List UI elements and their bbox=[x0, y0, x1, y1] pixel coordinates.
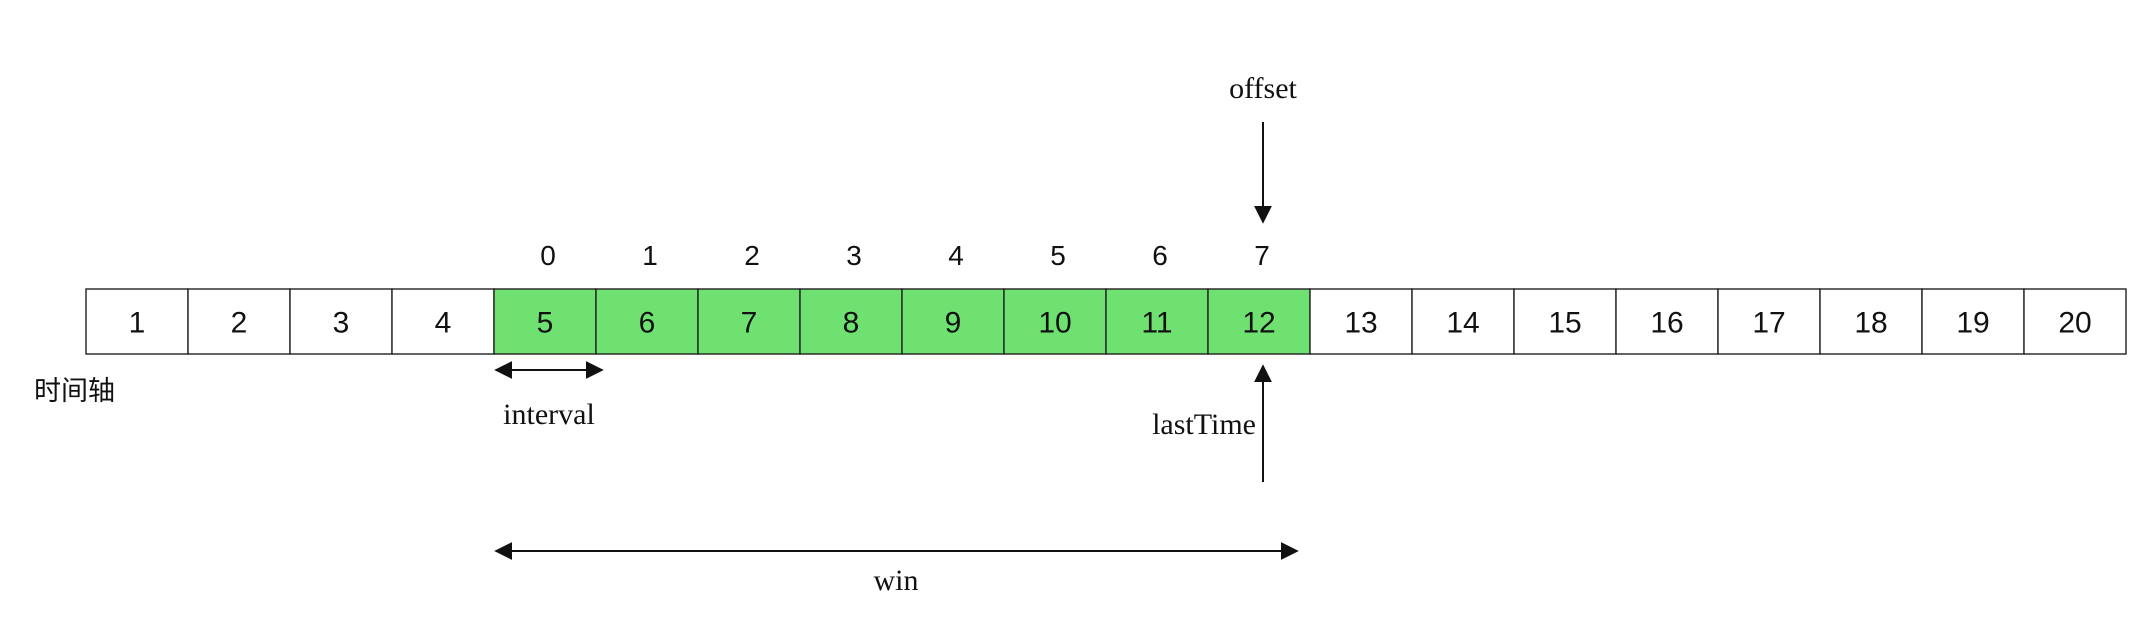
window-indices: 0 1 2 3 4 5 6 7 bbox=[540, 240, 1270, 271]
timeline-cell-box bbox=[901, 288, 1005, 355]
timeline-cell-box bbox=[493, 288, 597, 355]
timeline-cell: 6 bbox=[595, 288, 699, 355]
window-index-label: 6 bbox=[1152, 240, 1168, 271]
timeline-cell-label: 15 bbox=[1548, 307, 1581, 340]
timeline-cell-label: 18 bbox=[1854, 307, 1887, 340]
timeline-cell: 18 bbox=[1819, 288, 1923, 355]
timeline-cell: 15 bbox=[1513, 288, 1617, 355]
last-time-label: lastTime bbox=[1152, 408, 1256, 441]
timeline-cell: 2 bbox=[187, 288, 291, 355]
timeline-cell-label: 13 bbox=[1344, 307, 1377, 340]
offset-label: offset bbox=[1229, 72, 1297, 105]
timeline-cell: 7 bbox=[697, 288, 801, 355]
timeline-cell-label: 6 bbox=[639, 307, 656, 340]
timeline-cell: 13 bbox=[1309, 288, 1413, 355]
timeline-cell: 9 bbox=[901, 288, 1005, 355]
timeline-cell-label: 20 bbox=[2058, 307, 2091, 340]
timeline-cell: 5 bbox=[493, 288, 597, 355]
timeline-cell: 3 bbox=[289, 288, 393, 355]
timeline-cell-box bbox=[799, 288, 903, 355]
timeline-cell-box bbox=[85, 288, 189, 355]
interval-label: interval bbox=[503, 398, 595, 431]
timeline-cell: 16 bbox=[1615, 288, 1719, 355]
timeline-cell-label: 8 bbox=[843, 307, 860, 340]
timeline-cell: 12 bbox=[1207, 288, 1311, 355]
timeline-cell-label: 9 bbox=[945, 307, 962, 340]
window-index-label: 0 bbox=[540, 240, 556, 271]
timeline-cell-box bbox=[1717, 288, 1821, 355]
timeline-cell-box bbox=[289, 288, 393, 355]
timeline-cell-label: 12 bbox=[1242, 307, 1275, 340]
timeline-cell-label: 17 bbox=[1752, 307, 1785, 340]
timeline-cell: 14 bbox=[1411, 288, 1515, 355]
timeline-cell-box bbox=[2023, 288, 2127, 355]
timeline-cell-label: 4 bbox=[435, 307, 452, 340]
timeline-cell-label: 11 bbox=[1141, 307, 1172, 340]
timeline-cell-label: 5 bbox=[537, 307, 554, 340]
time-axis-label: 时间轴 bbox=[34, 376, 115, 407]
timeline-cell: 19 bbox=[1921, 288, 2025, 355]
timeline-cell: 10 bbox=[1003, 288, 1107, 355]
timeline-cell: 17 bbox=[1717, 288, 1821, 355]
timeline-cell-box bbox=[595, 288, 699, 355]
win-label: win bbox=[874, 564, 919, 597]
timeline-cell: 4 bbox=[391, 288, 495, 355]
timeline-cell-box bbox=[1003, 288, 1107, 355]
timeline-cell-label: 19 bbox=[1956, 307, 1989, 340]
timeline-cell-label: 3 bbox=[333, 307, 350, 340]
timeline-cell-label: 2 bbox=[231, 307, 248, 340]
timeline-cell-label: 10 bbox=[1038, 307, 1071, 340]
timeline-cell-label: 7 bbox=[741, 307, 758, 340]
timeline-cell-box bbox=[187, 288, 291, 355]
timeline-cell-box bbox=[1411, 288, 1515, 355]
window-index-label: 2 bbox=[744, 240, 760, 271]
timeline-cell-box bbox=[1207, 288, 1311, 355]
timeline-cell: 8 bbox=[799, 288, 903, 355]
timeline-cell-box bbox=[1615, 288, 1719, 355]
window-index-label: 4 bbox=[948, 240, 964, 271]
window-index-label: 3 bbox=[846, 240, 862, 271]
timeline-cell-label: 14 bbox=[1446, 307, 1479, 340]
timeline-cell-box bbox=[697, 288, 801, 355]
timeline-cell-label: 16 bbox=[1650, 307, 1683, 340]
timeline-cell: 11 bbox=[1105, 288, 1209, 355]
timeline-cell: 20 bbox=[2023, 288, 2127, 355]
timeline-cell: 1 bbox=[85, 288, 189, 355]
window-index-label: 1 bbox=[642, 240, 658, 271]
timeline-cell-box bbox=[1921, 288, 2025, 355]
timeline-cell-box bbox=[1819, 288, 1923, 355]
timeline-cell-box bbox=[1309, 288, 1413, 355]
timeline-cell-label: 1 bbox=[129, 307, 146, 340]
window-index-label: 7 bbox=[1254, 240, 1270, 271]
window-index-label: 5 bbox=[1050, 240, 1066, 271]
